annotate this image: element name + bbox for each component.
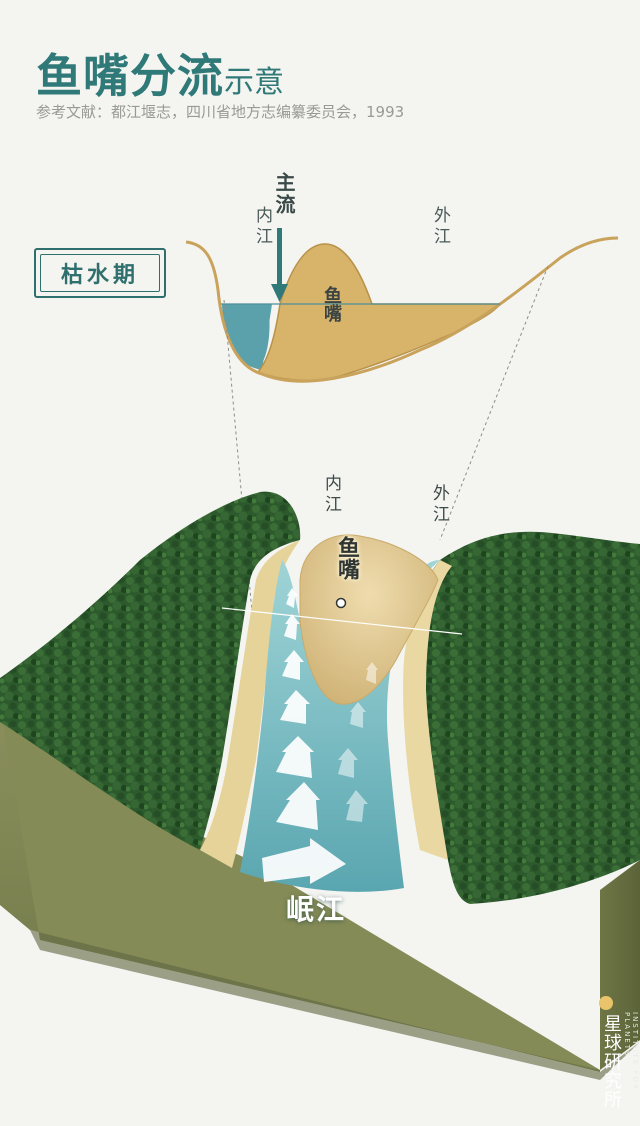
flow-arrow	[262, 838, 346, 884]
page-title: 鱼嘴分流示意	[36, 40, 284, 106]
flow-arrow	[282, 650, 304, 680]
bank-left	[200, 540, 300, 868]
fish-mouth-label-3d: 鱼嘴	[334, 536, 360, 580]
projection-line-right	[439, 265, 549, 541]
fish-mouth-marker	[335, 597, 347, 609]
minjiang-river-label: 岷江	[286, 893, 347, 926]
main-flow-label: 主流	[272, 172, 296, 216]
main-flow-arrow	[271, 228, 288, 302]
cross-section-ground-line	[185, 236, 619, 383]
fish-mouth-label-top: 鱼嘴	[321, 286, 342, 322]
flow-arrow	[284, 614, 300, 640]
cross-section-water-left	[222, 304, 272, 370]
flow-arrow	[276, 736, 314, 778]
block-right-face	[600, 860, 640, 1070]
title-main: 鱼嘴分流	[36, 49, 224, 103]
title-sub: 示意	[224, 65, 284, 100]
projection-line-left	[223, 299, 253, 613]
flow-arrow	[276, 782, 320, 830]
inner-river-label-top: 内江	[252, 206, 272, 248]
flow-arrow	[338, 748, 358, 778]
cross-section-sand	[256, 243, 502, 382]
flow-arrow	[350, 702, 366, 728]
forest-right	[408, 531, 640, 904]
brand-logo-icon	[599, 996, 613, 1010]
flow-arrow	[346, 790, 368, 822]
outer-river-label-top: 外江	[430, 206, 450, 248]
flow-arrow	[366, 662, 378, 684]
brand-name: 星球研究所	[601, 1014, 622, 1109]
block-front-left	[0, 705, 600, 1070]
forest-left	[0, 491, 301, 850]
bank-right	[403, 560, 452, 860]
block-diagram	[0, 491, 640, 1080]
inner-river-label-3d: 内江	[321, 474, 341, 516]
fish-mouth-island	[299, 534, 439, 705]
season-badge: 枯水期	[34, 248, 166, 298]
brand-english: INSTITUTE FOR PLANETS	[623, 1012, 639, 1091]
cross-section	[185, 228, 619, 613]
flow-arrows	[262, 588, 378, 884]
section-cut-line	[221, 607, 463, 635]
outer-river-label-3d: 外江	[429, 484, 449, 526]
flow-arrow	[286, 588, 298, 608]
flow-arrow	[280, 690, 310, 724]
reference-note: 参考文献：都江堰志，四川省地方志编纂委员会，1993	[36, 103, 405, 121]
